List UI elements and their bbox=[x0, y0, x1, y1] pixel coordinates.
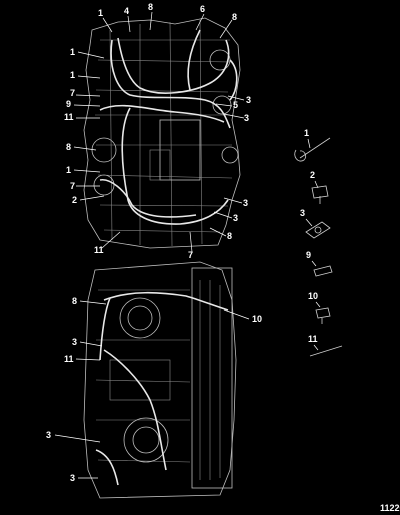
callout-label: 1 bbox=[70, 47, 75, 57]
callout-label: 7 bbox=[70, 88, 75, 98]
callout-label: 9 bbox=[66, 99, 71, 109]
legend-label: 1 bbox=[304, 128, 309, 138]
callout-label: 11 bbox=[94, 245, 104, 255]
callout-label: 3 bbox=[46, 430, 51, 440]
part-3-valve: 3 bbox=[300, 208, 331, 239]
legend-label: 3 bbox=[300, 208, 305, 218]
callout-label: 8 bbox=[72, 296, 77, 306]
callout-label: 6 bbox=[200, 4, 205, 14]
callout-label: 4 bbox=[124, 6, 129, 16]
bottom-callout-leaders bbox=[54, 300, 250, 479]
part-9-connector: 9 bbox=[306, 250, 333, 277]
legend-label: 2 bbox=[310, 170, 315, 180]
callout-label: 2 bbox=[72, 195, 77, 205]
callout-label: 3 bbox=[244, 113, 249, 123]
legend-label: 10 bbox=[308, 291, 318, 301]
legend-label: 11 bbox=[308, 334, 318, 344]
callout-label: 10 bbox=[252, 314, 262, 324]
callout-label: 1 bbox=[66, 165, 71, 175]
part-10-tee: 10 bbox=[308, 291, 331, 324]
callout-label: 1 bbox=[98, 8, 103, 18]
callout-label: 3 bbox=[70, 473, 75, 483]
callout-label: 3 bbox=[233, 213, 238, 223]
callout-label: 3 bbox=[243, 198, 248, 208]
callout-label: 7 bbox=[70, 181, 75, 191]
top-engine-view bbox=[83, 17, 241, 249]
parts-legend: 1 2 3 9 10 bbox=[294, 128, 343, 357]
callout-label: 3 bbox=[72, 337, 77, 347]
top-callouts: 1 4 8 6 8 1 1 7 9 11 5 3 3 8 1 7 2 3 3 8… bbox=[64, 2, 251, 260]
part-11-hose: 11 bbox=[308, 334, 343, 357]
callout-label: 8 bbox=[66, 142, 71, 152]
bottom-engine-view bbox=[83, 261, 237, 499]
callout-label: 5 bbox=[233, 100, 238, 110]
legend-label: 9 bbox=[306, 250, 311, 260]
callout-label: 11 bbox=[64, 112, 74, 122]
callout-label: 8 bbox=[227, 231, 232, 241]
callout-label: 11 bbox=[64, 354, 74, 364]
part-1-clamp: 1 bbox=[294, 128, 331, 162]
part-2-fitting: 2 bbox=[310, 170, 329, 204]
bottom-callouts: 8 10 3 11 3 3 bbox=[46, 296, 262, 483]
top-callout-leaders bbox=[73, 11, 245, 253]
callout-label: 8 bbox=[148, 2, 153, 12]
callout-label: 8 bbox=[232, 12, 237, 22]
callout-label: 3 bbox=[246, 95, 251, 105]
figure-number: 11220 bbox=[380, 503, 400, 513]
callout-label: 1 bbox=[70, 70, 75, 80]
callout-label: 7 bbox=[188, 250, 193, 260]
